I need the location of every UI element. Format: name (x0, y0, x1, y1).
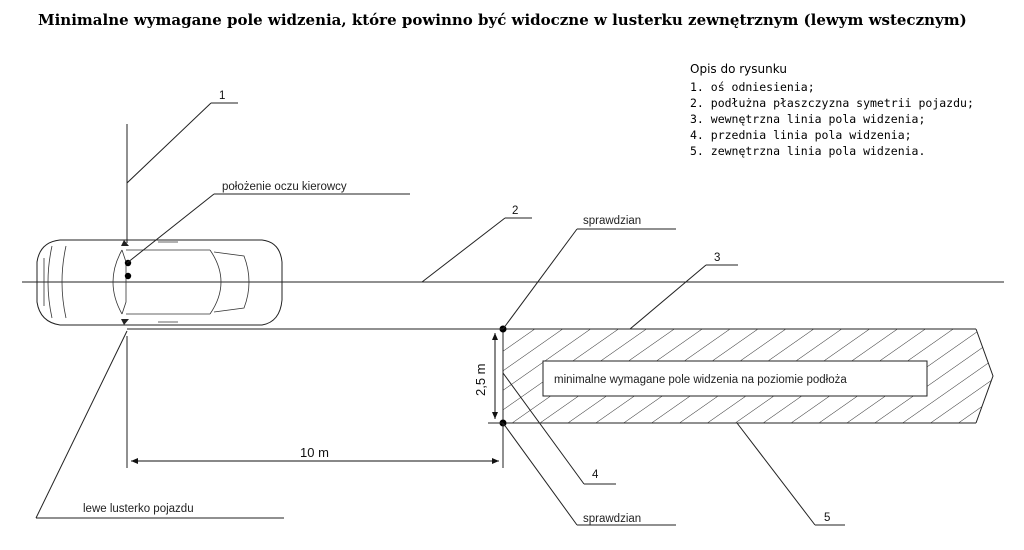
legend-heading: Opis do rysunku (690, 62, 787, 76)
svg-text:2: 2 (512, 205, 518, 217)
legend-item-1: 1. oś odniesienia; (690, 80, 815, 94)
page-title: Minimalne wymagane pole widzenia, które … (38, 11, 967, 29)
callout-2: 2 (421, 205, 532, 283)
svg-text:3: 3 (714, 252, 720, 264)
callout-1: 1 (126, 90, 238, 184)
svg-text:4: 4 (592, 469, 599, 481)
eyes-label: położenie oczu kierowcy (222, 181, 347, 193)
callout-mirror: lewe lusterko pojazdu (35, 330, 284, 519)
field-of-view-area: minimalne wymagane pole widzenia na pozi… (502, 328, 994, 424)
legend: Opis do rysunku 1. oś odniesienia; 2. po… (690, 62, 974, 158)
check-bottom-label: sprawdzian (583, 513, 641, 525)
dimension-width: 2,5 m (473, 328, 503, 424)
callout-3: 3 (629, 252, 738, 330)
legend-item-3: 3. wewnętrzna linia pola widzenia; (690, 112, 925, 126)
dimension-distance-label: 10 m (300, 445, 329, 460)
callout-check-bottom: sprawdzian (502, 422, 676, 526)
callout-eyes: położenie oczu kierowcy (126, 181, 410, 264)
eye-point-2 (124, 272, 132, 280)
dimension-distance: 10 m (126, 336, 504, 468)
mirror-label: lewe lusterko pojazdu (83, 503, 194, 515)
callout-5: 5 (736, 422, 845, 526)
svg-text:5: 5 (824, 512, 830, 524)
dimension-width-label: 2,5 m (473, 363, 488, 396)
legend-item-2: 2. podłużna płaszczyzna symetrii pojazdu… (690, 96, 974, 110)
svg-text:1: 1 (219, 90, 225, 102)
field-label-box (542, 360, 928, 397)
check-top-label: sprawdzian (583, 215, 641, 227)
callout-check-top: sprawdzian (502, 215, 676, 330)
field-label: minimalne wymagane pole widzenia na pozi… (554, 374, 847, 386)
callout-4: 4 (502, 372, 616, 485)
vehicle (36, 239, 283, 326)
legend-item-5: 5. zewnętrzna linia pola widzenia. (690, 144, 925, 158)
legend-item-4: 4. przednia linia pola widzenia; (690, 128, 912, 142)
